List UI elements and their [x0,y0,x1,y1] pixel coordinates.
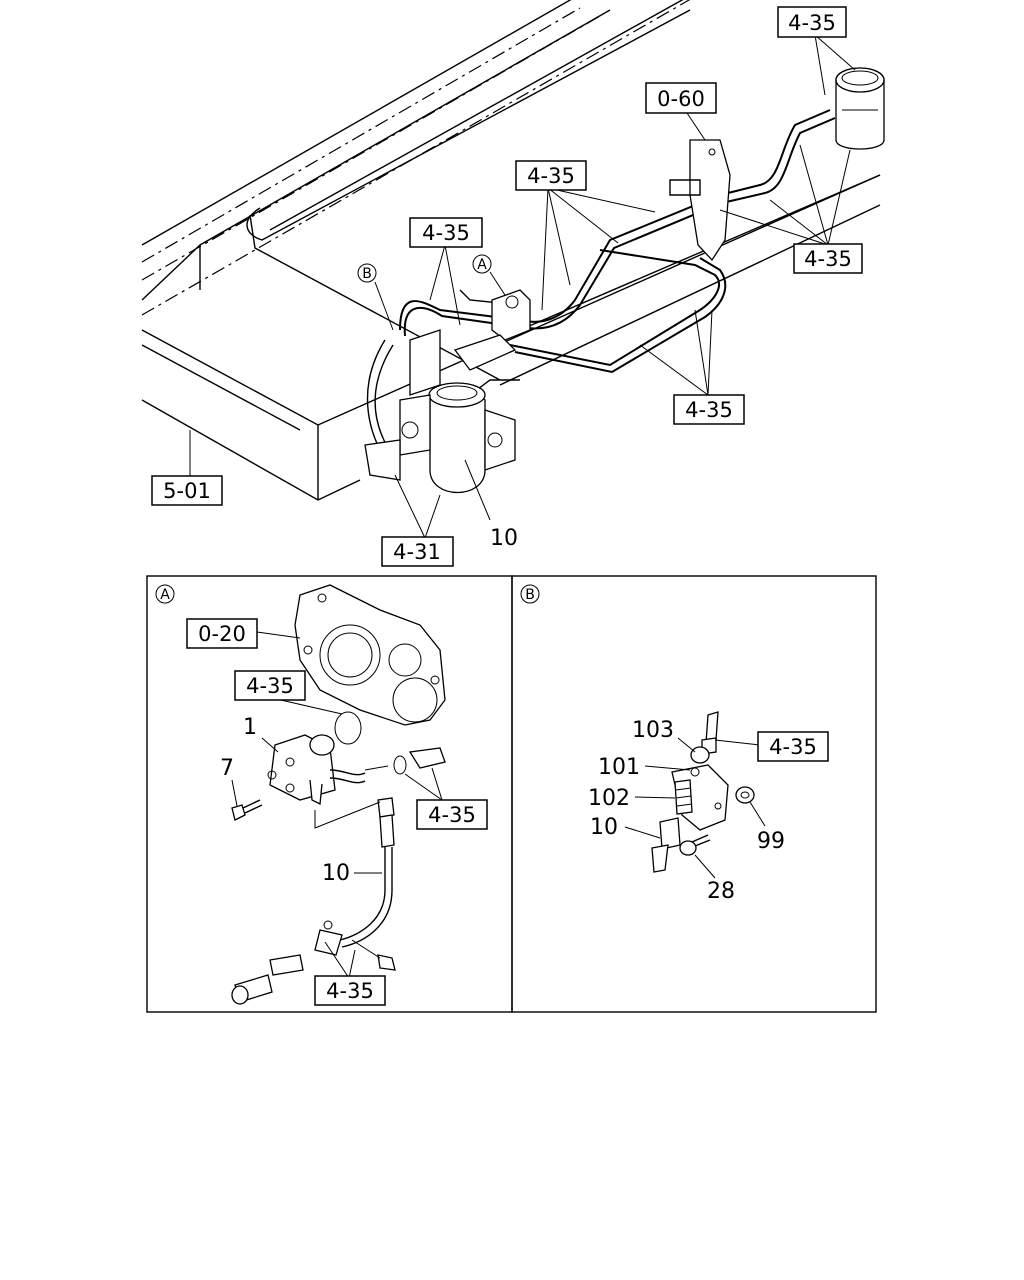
part-number-a-7: 7 [220,756,234,781]
o-ring [334,711,362,745]
nut-99 [735,786,755,804]
adapter-plate [294,584,446,726]
ref-box-center[interactable]: 4-35 [515,160,587,191]
part-number-b-99: 99 [757,829,785,854]
bolt-7 [231,799,263,821]
hose-end-10 [651,817,681,873]
ref-box-right[interactable]: 4-35 [793,243,863,274]
ref-box-a-4-35-top[interactable]: 4-35 [234,670,306,701]
hose-assembly [231,797,396,1005]
main-hydraulic-unit [364,329,517,493]
flare-nut-103 [690,746,710,764]
ref-box-mid-left[interactable]: 4-35 [409,217,483,248]
svg-text:4-35: 4-35 [788,11,836,35]
svg-text:A: A [477,257,487,273]
pump-body [267,734,336,806]
part-number-a-1: 1 [243,715,257,740]
outlet-pipe [329,747,446,784]
svg-text:4-35: 4-35 [769,735,817,759]
part-number-b-28: 28 [707,879,735,904]
part-number-b-103: 103 [632,718,674,743]
main-leaders [189,34,856,539]
detail-panel-b [511,575,877,1013]
mounting-bracket [669,139,731,262]
brake-pipes [366,109,836,456]
callout-a-main: A [472,254,492,274]
svg-text:4-35: 4-35 [428,803,476,827]
fluid-reservoir [835,67,885,150]
callout-b-panel: B [520,584,540,604]
svg-text:4-35: 4-35 [685,398,733,422]
ref-box-a-4-35-mid[interactable]: 4-35 [416,799,488,830]
ref-box-a-0-20[interactable]: 0-20 [186,618,258,649]
svg-text:B: B [362,266,372,282]
callout-b-main: B [357,263,377,283]
svg-text:4-35: 4-35 [804,247,852,271]
ref-box-0-60[interactable]: 0-60 [645,82,717,114]
ref-box-b-4-35[interactable]: 4-35 [757,731,829,762]
part-number-main-10: 10 [490,526,518,551]
svg-text:A: A [160,587,170,603]
valve-unit-a [491,289,531,341]
ref-box-4-31[interactable]: 4-31 [381,536,454,567]
ref-box-5-01[interactable]: 5-01 [151,475,223,506]
svg-text:4-35: 4-35 [246,674,294,698]
part-number-b-102: 102 [588,786,630,811]
svg-text:4-31: 4-31 [393,540,441,564]
svg-text:5-01: 5-01 [163,479,211,503]
svg-text:4-35: 4-35 [527,164,575,188]
part-number-b-101: 101 [598,755,640,780]
ref-box-top-right[interactable]: 4-35 [777,6,847,38]
union-102 [674,779,693,815]
ref-box-lower[interactable]: 4-35 [673,394,745,425]
svg-text:4-35: 4-35 [326,979,374,1003]
ref-box-a-4-35-bot[interactable]: 4-35 [314,975,386,1006]
panel-b-leaders [624,737,766,879]
svg-text:0-60: 0-60 [657,87,705,111]
bolt-28 [679,834,711,856]
svg-text:0-20: 0-20 [198,622,246,646]
callout-a-panel: A [155,584,175,604]
part-number-b-10: 10 [590,815,618,840]
svg-text:4-35: 4-35 [422,221,470,245]
part-number-a-10: 10 [322,861,350,886]
svg-text:B: B [525,587,535,603]
